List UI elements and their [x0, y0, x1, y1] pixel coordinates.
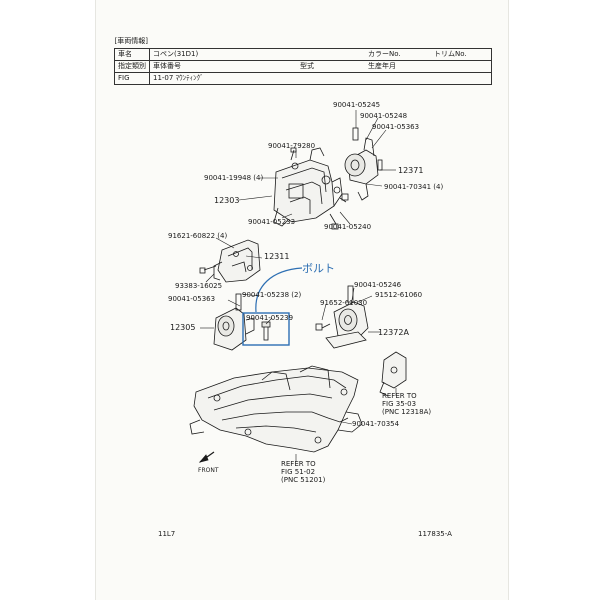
footer-left-code: 11L7: [158, 530, 176, 538]
section-title: [車両情報]: [114, 37, 148, 45]
pn-90041-05240: 90041-05240: [324, 223, 371, 231]
parts-catalog-page: [96, 0, 508, 600]
refer-bracket-12318A: [379, 351, 407, 397]
pn-93383-16025: 93383-16025: [175, 282, 222, 290]
pn-90041-19948: 90041-19948 (4): [204, 174, 263, 182]
pn-90041-05233: 90041-05233: [248, 218, 295, 226]
pn-90041-05246: 90041-05246: [354, 281, 402, 289]
annotation-curve: [255, 267, 303, 313]
pn-12305: 12305: [170, 323, 195, 332]
refer-bottom-line1: REFER TO: [281, 460, 316, 468]
bolt-90041-05239: [261, 321, 271, 341]
part-number-labels: 90041-05245 90041-05248 90041-05363 9004…: [168, 101, 443, 484]
mounting-parts-diagram: ボルト 90041-05245 90041-05248 90041-05363 …: [168, 101, 443, 484]
pn-90041-05239: 90041-05239: [246, 314, 293, 322]
engine-mount-12372A: [315, 285, 369, 349]
pn-90041-05238: 90041-05238 (2): [242, 291, 301, 299]
fig-value: 11-07 ﾏｳﾝﾃｨﾝｸﾞ: [149, 72, 492, 85]
pn-91652-61030: 91652-61030: [320, 299, 367, 307]
handwritten-annotation: ボルト: [242, 262, 335, 346]
pn-12372A: 12372A: [378, 328, 409, 337]
pn-90041-05245: 90041-05245: [333, 101, 380, 109]
vehicle-info-header: [車両情報] 車名 コペン(31D1) カラーNo. トリムNo. 指定類別 車…: [114, 36, 492, 85]
engine-mount-12305: [213, 293, 255, 351]
refer-right-line3: (PNC 12318A): [382, 408, 431, 416]
pn-90041-70354: 90041-70354: [352, 420, 400, 428]
pn-12311: 12311: [264, 252, 289, 261]
refer-right-line1: REFER TO: [382, 392, 417, 400]
bolt-handwritten-note: ボルト: [302, 262, 335, 275]
refer-bottom-line2: FIG 51-02: [281, 468, 315, 476]
top-bolts: [290, 147, 349, 230]
leader-lines: [200, 110, 397, 462]
footer-right-code: 117835-A: [418, 530, 452, 538]
pn-90041-05363-top: 90041-05363: [372, 123, 419, 131]
pn-12371: 12371: [398, 166, 423, 175]
pn-90041-70341: 90041-70341 (4): [384, 183, 443, 191]
mount-bracket-12303: [273, 147, 343, 227]
front-label: FRONT: [198, 467, 219, 474]
front-arrow: [198, 451, 215, 463]
pn-90041-79280: 90041-79280: [268, 142, 315, 150]
highlight-box: [242, 312, 290, 346]
pn-90041-05363-mid: 90041-05363: [168, 295, 215, 303]
pn-12303: 12303: [214, 196, 239, 205]
engine-mount-12371: [344, 127, 383, 201]
pn-91621-60822: 91621-60822 (4): [168, 232, 227, 240]
refer-right-line2: FIG 35-03: [382, 400, 416, 408]
pn-90041-05248: 90041-05248: [360, 112, 407, 120]
refer-bottom-line3: (PNC 51201): [281, 476, 326, 484]
suspension-crossmember-51201: [189, 365, 363, 453]
pn-91512-61060: 91512-61060: [375, 291, 422, 299]
mount-bracket-12311: [199, 239, 261, 283]
